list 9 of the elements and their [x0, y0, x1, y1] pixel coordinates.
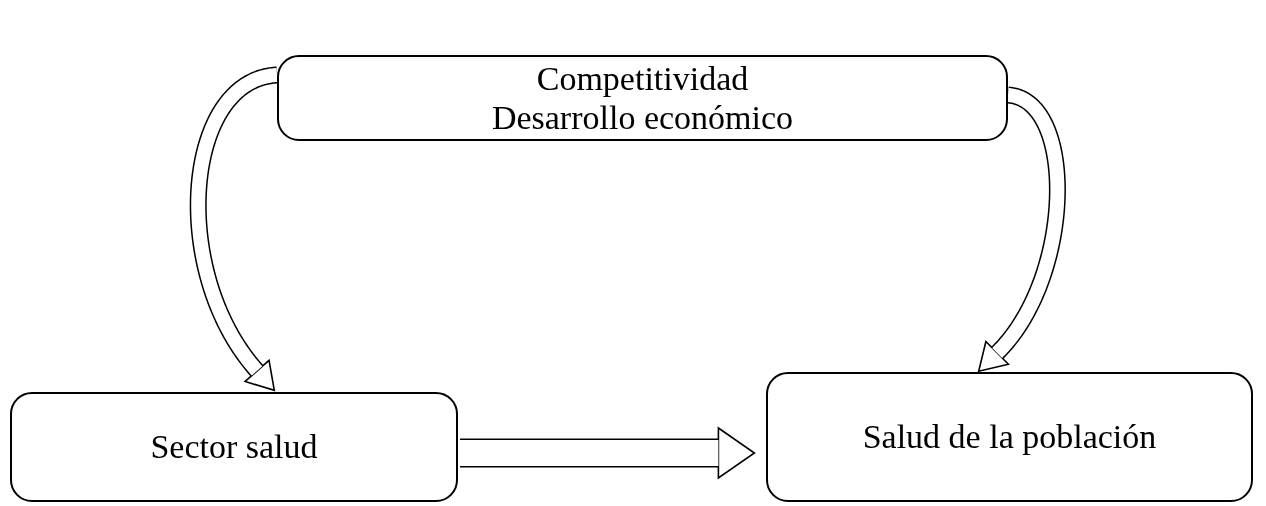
node-text: Salud de la población: [862, 417, 1157, 457]
block-arrow: [460, 427, 756, 479]
rounded-box: [277, 55, 1008, 141]
rounded-box: [10, 392, 458, 502]
rounded-box: [766, 372, 1253, 502]
block-arrow: [977, 86, 1066, 372]
node-text: Desarrollo económico: [491, 98, 794, 138]
node-text: Competitividad: [536, 58, 749, 98]
node-text: Sector salud: [150, 427, 318, 467]
